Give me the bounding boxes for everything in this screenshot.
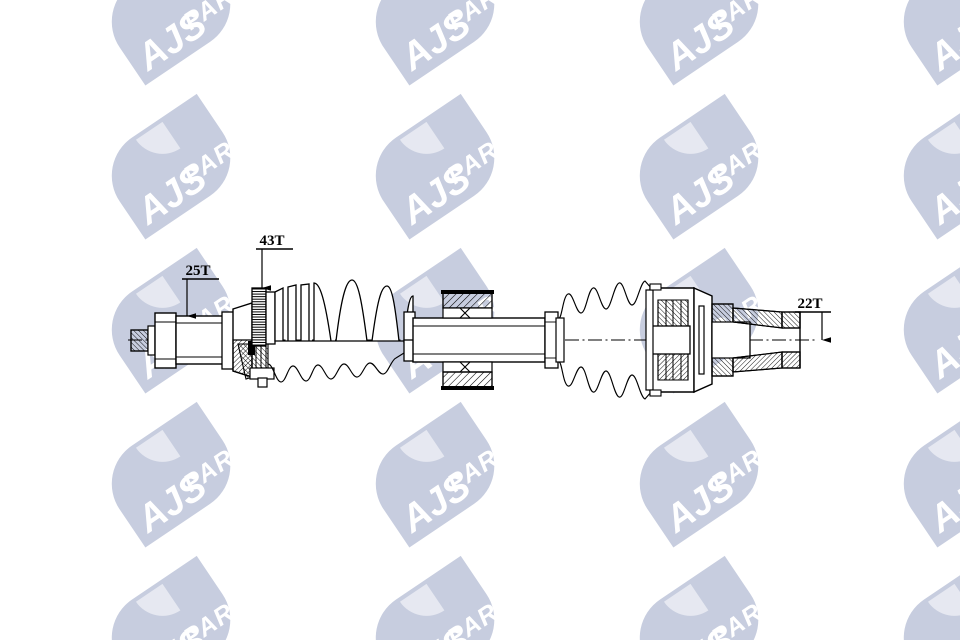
callout-abs-tone-ring: 43T (256, 233, 293, 291)
inner-boot-clamp (544, 311, 565, 369)
abs-tone-ring (251, 287, 267, 347)
inner-cv-joint (645, 283, 713, 397)
callout-label-spline-outer: 25T (185, 263, 210, 279)
intermediate-shaft (412, 317, 546, 363)
callout-spline-inner: 22T (795, 296, 831, 343)
hub-nut-assembly (130, 312, 177, 369)
outer-cv-boot (265, 279, 416, 383)
callout-label-abs-tone-ring: 43T (259, 233, 284, 249)
outer-spline-shaft (175, 311, 236, 370)
callout-label-spline-inner: 22T (797, 296, 822, 312)
callout-spline-outer: 25T (182, 263, 219, 319)
